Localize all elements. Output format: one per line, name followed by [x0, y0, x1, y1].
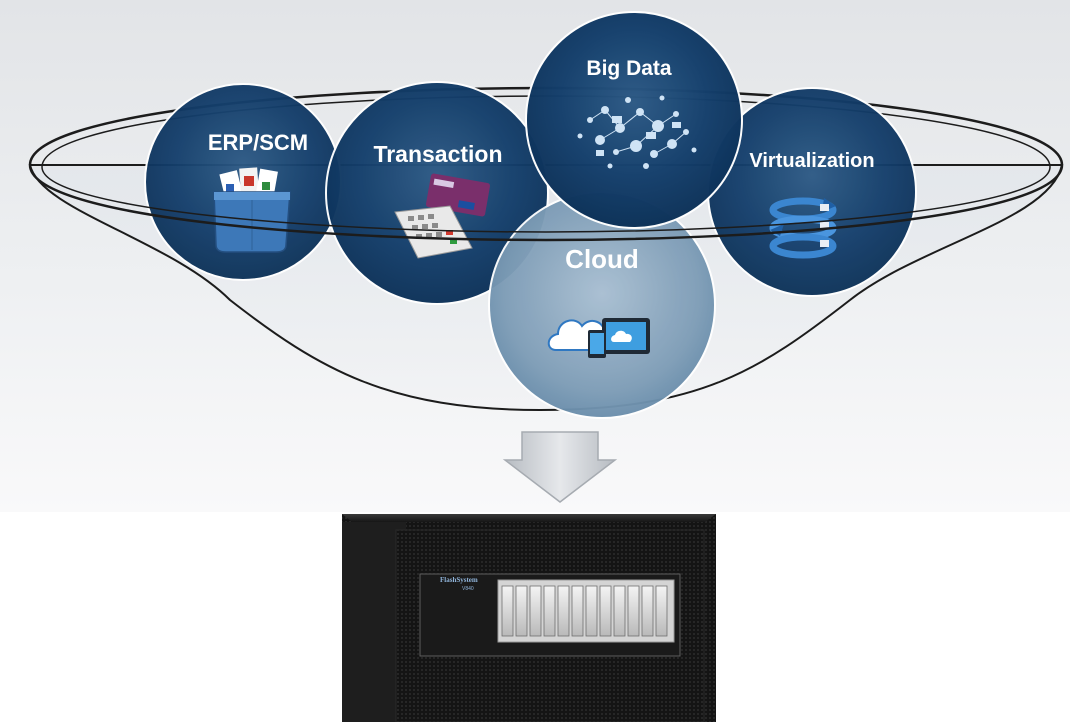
virtualization-node: Virtualization [707, 87, 917, 297]
device-model-label: V840 [462, 586, 474, 592]
flash-storage-server-icon: FlashSystem V840 [342, 514, 716, 722]
erp-scm-node: ERP/SCM [144, 83, 342, 281]
virtualization-label: Virtualization [749, 150, 874, 172]
funnel-rim-front [28, 164, 1064, 242]
cloud-devices-icon [547, 318, 650, 358]
cloud-label: Cloud [565, 244, 639, 274]
down-arrow-icon [502, 431, 618, 503]
big-data-label: Big Data [586, 57, 672, 80]
transaction-label: Transaction [373, 141, 502, 167]
cloud-node: Cloud [488, 191, 716, 419]
document-folder-icon [213, 167, 291, 253]
payment-terminal-icon [394, 173, 491, 259]
transaction-node: Transaction [325, 81, 549, 305]
data-network-icon [577, 95, 697, 169]
device-brand-label: FlashSystem [440, 576, 478, 584]
erp-scm-label: ERP/SCM [208, 130, 308, 155]
funnel-rim-front-inner [41, 166, 1051, 233]
big-data-node: Big Data [525, 11, 743, 229]
drive-bays [501, 585, 668, 637]
